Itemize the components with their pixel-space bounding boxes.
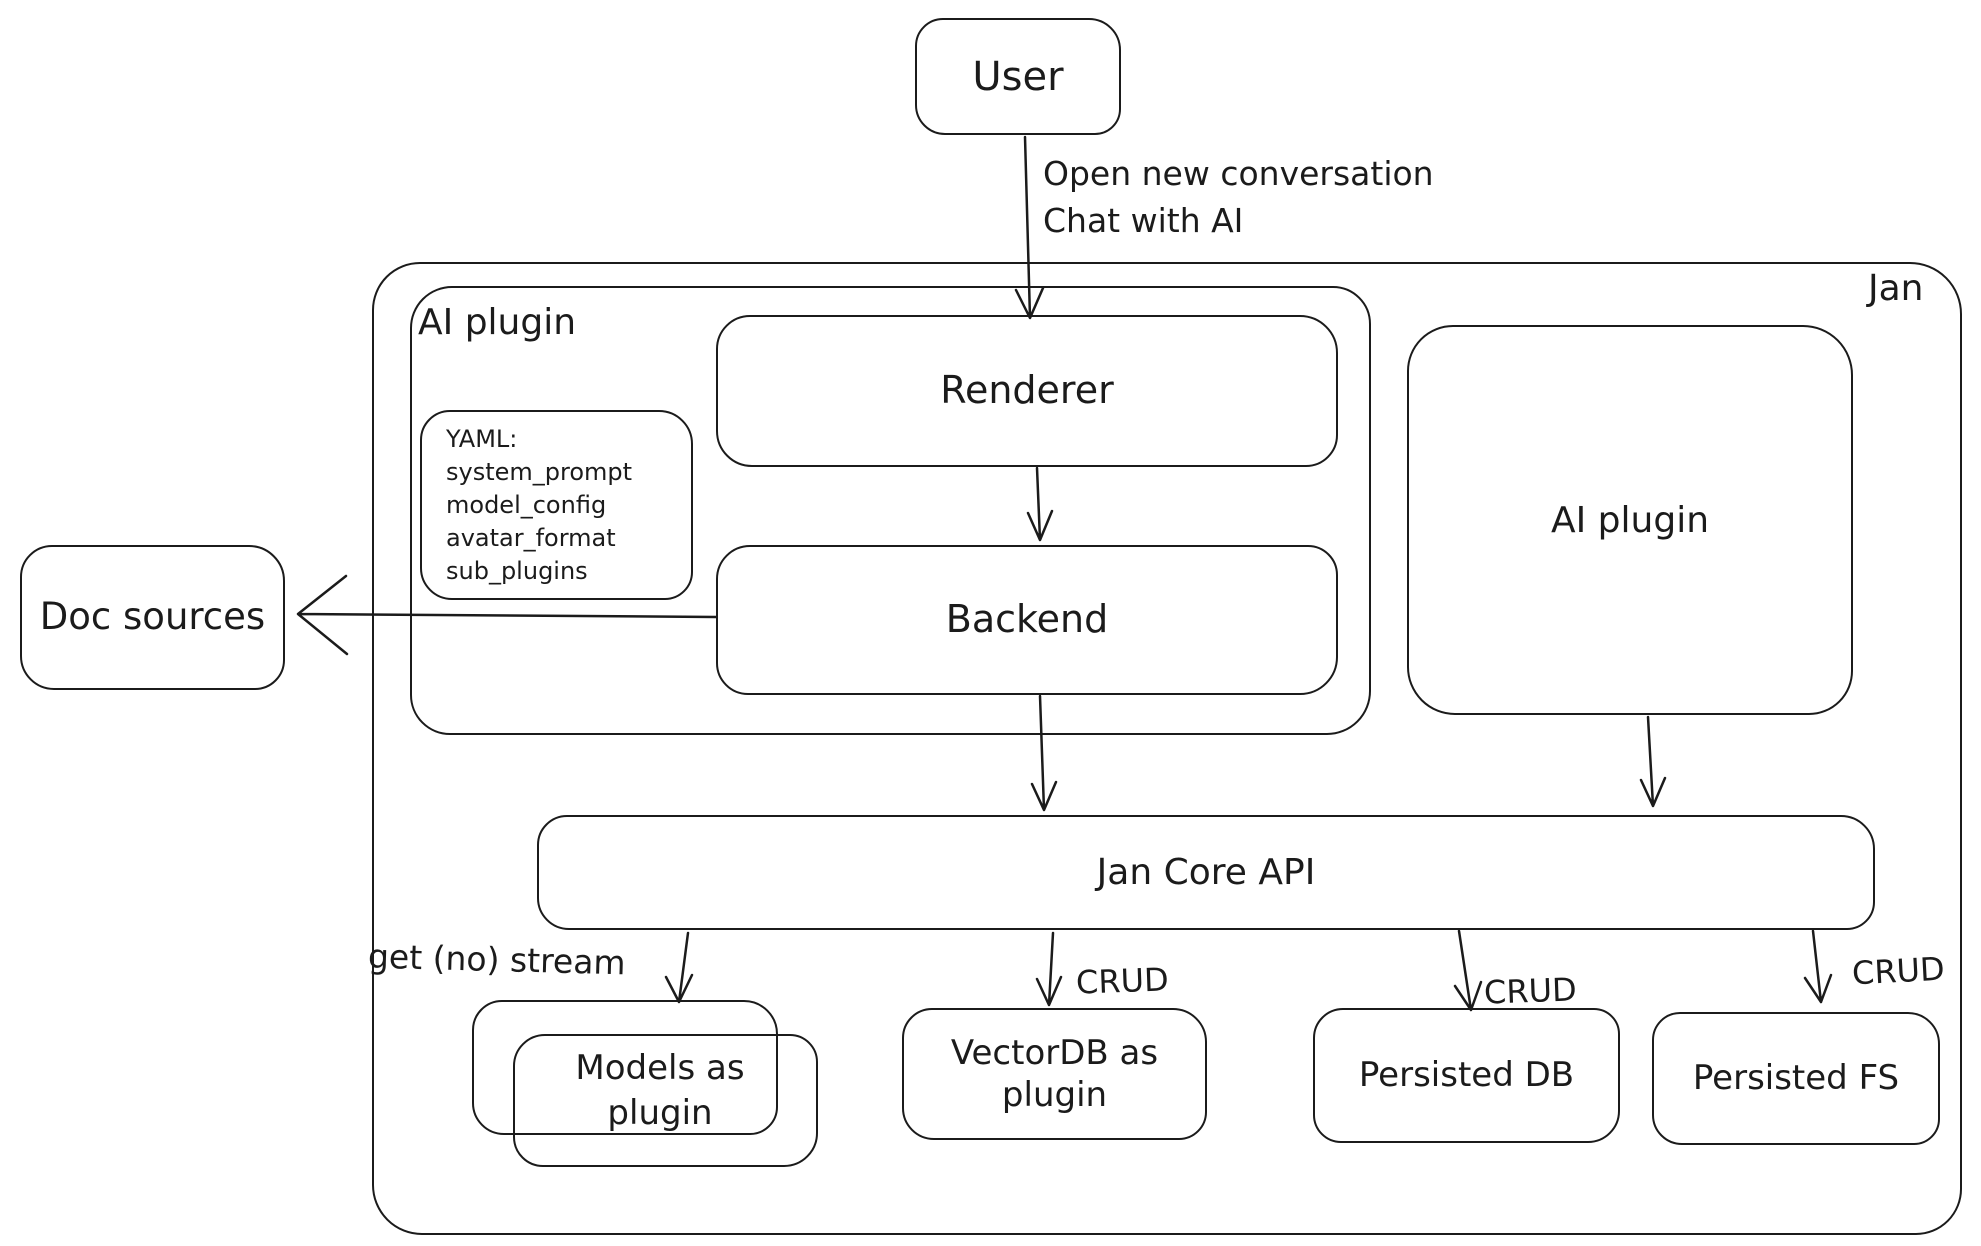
user-node-label: User xyxy=(972,53,1064,100)
ai-plugin-right-node: AI plugin xyxy=(1407,325,1853,715)
edge-label-crud-vectordb: CRUD xyxy=(1075,960,1170,1002)
jan-core-api-node: Jan Core API xyxy=(537,815,1875,930)
yaml-note-line: sub_plugins xyxy=(446,556,588,585)
ai-plugin-right-node-label: AI plugin xyxy=(1550,499,1710,541)
edge-label-crud-persisted-fs: CRUD xyxy=(1851,949,1946,993)
persisted-fs-node: Persisted FS xyxy=(1652,1012,1940,1145)
yaml-note-line: YAML: xyxy=(446,424,518,453)
edge-label-open-conversation: Open new conversation Chat with AI xyxy=(1043,154,1434,240)
jan-core-api-node-label: Jan Core API xyxy=(1096,852,1316,893)
persisted-fs-node-label: Persisted FS xyxy=(1692,1058,1900,1099)
models-as-plugin-node-label: Models as plugin xyxy=(575,1048,745,1133)
backend-node-label: Backend xyxy=(945,597,1109,642)
models-as-plugin-node-front xyxy=(513,1034,818,1167)
doc-sources-node-label: Doc sources xyxy=(39,595,266,639)
vectordb-plugin-node: VectorDB as plugin xyxy=(902,1008,1207,1140)
yaml-note-line: avatar_format xyxy=(446,523,616,552)
vectordb-plugin-node-label: VectorDB as plugin xyxy=(950,1032,1159,1116)
jan-container-label: Jan xyxy=(1868,268,1924,309)
yaml-note-line: system_prompt xyxy=(446,457,633,486)
ai-plugin-container-label: AI plugin xyxy=(418,302,577,343)
renderer-node: Renderer xyxy=(716,315,1338,467)
edge-label-crud-persisted-db: CRUD xyxy=(1483,970,1578,1012)
backend-node: Backend xyxy=(716,545,1338,695)
yaml-note: YAML: system_prompt model_config avatar_… xyxy=(420,410,693,600)
user-node: User xyxy=(915,18,1121,135)
renderer-node-label: Renderer xyxy=(940,368,1114,413)
doc-sources-node: Doc sources xyxy=(20,545,285,690)
persisted-db-node: Persisted DB xyxy=(1313,1008,1620,1143)
persisted-db-node-label: Persisted DB xyxy=(1358,1055,1575,1096)
yaml-note-line: model_config xyxy=(446,490,607,519)
edge-label-get-no-stream: get (no) stream xyxy=(367,936,627,983)
